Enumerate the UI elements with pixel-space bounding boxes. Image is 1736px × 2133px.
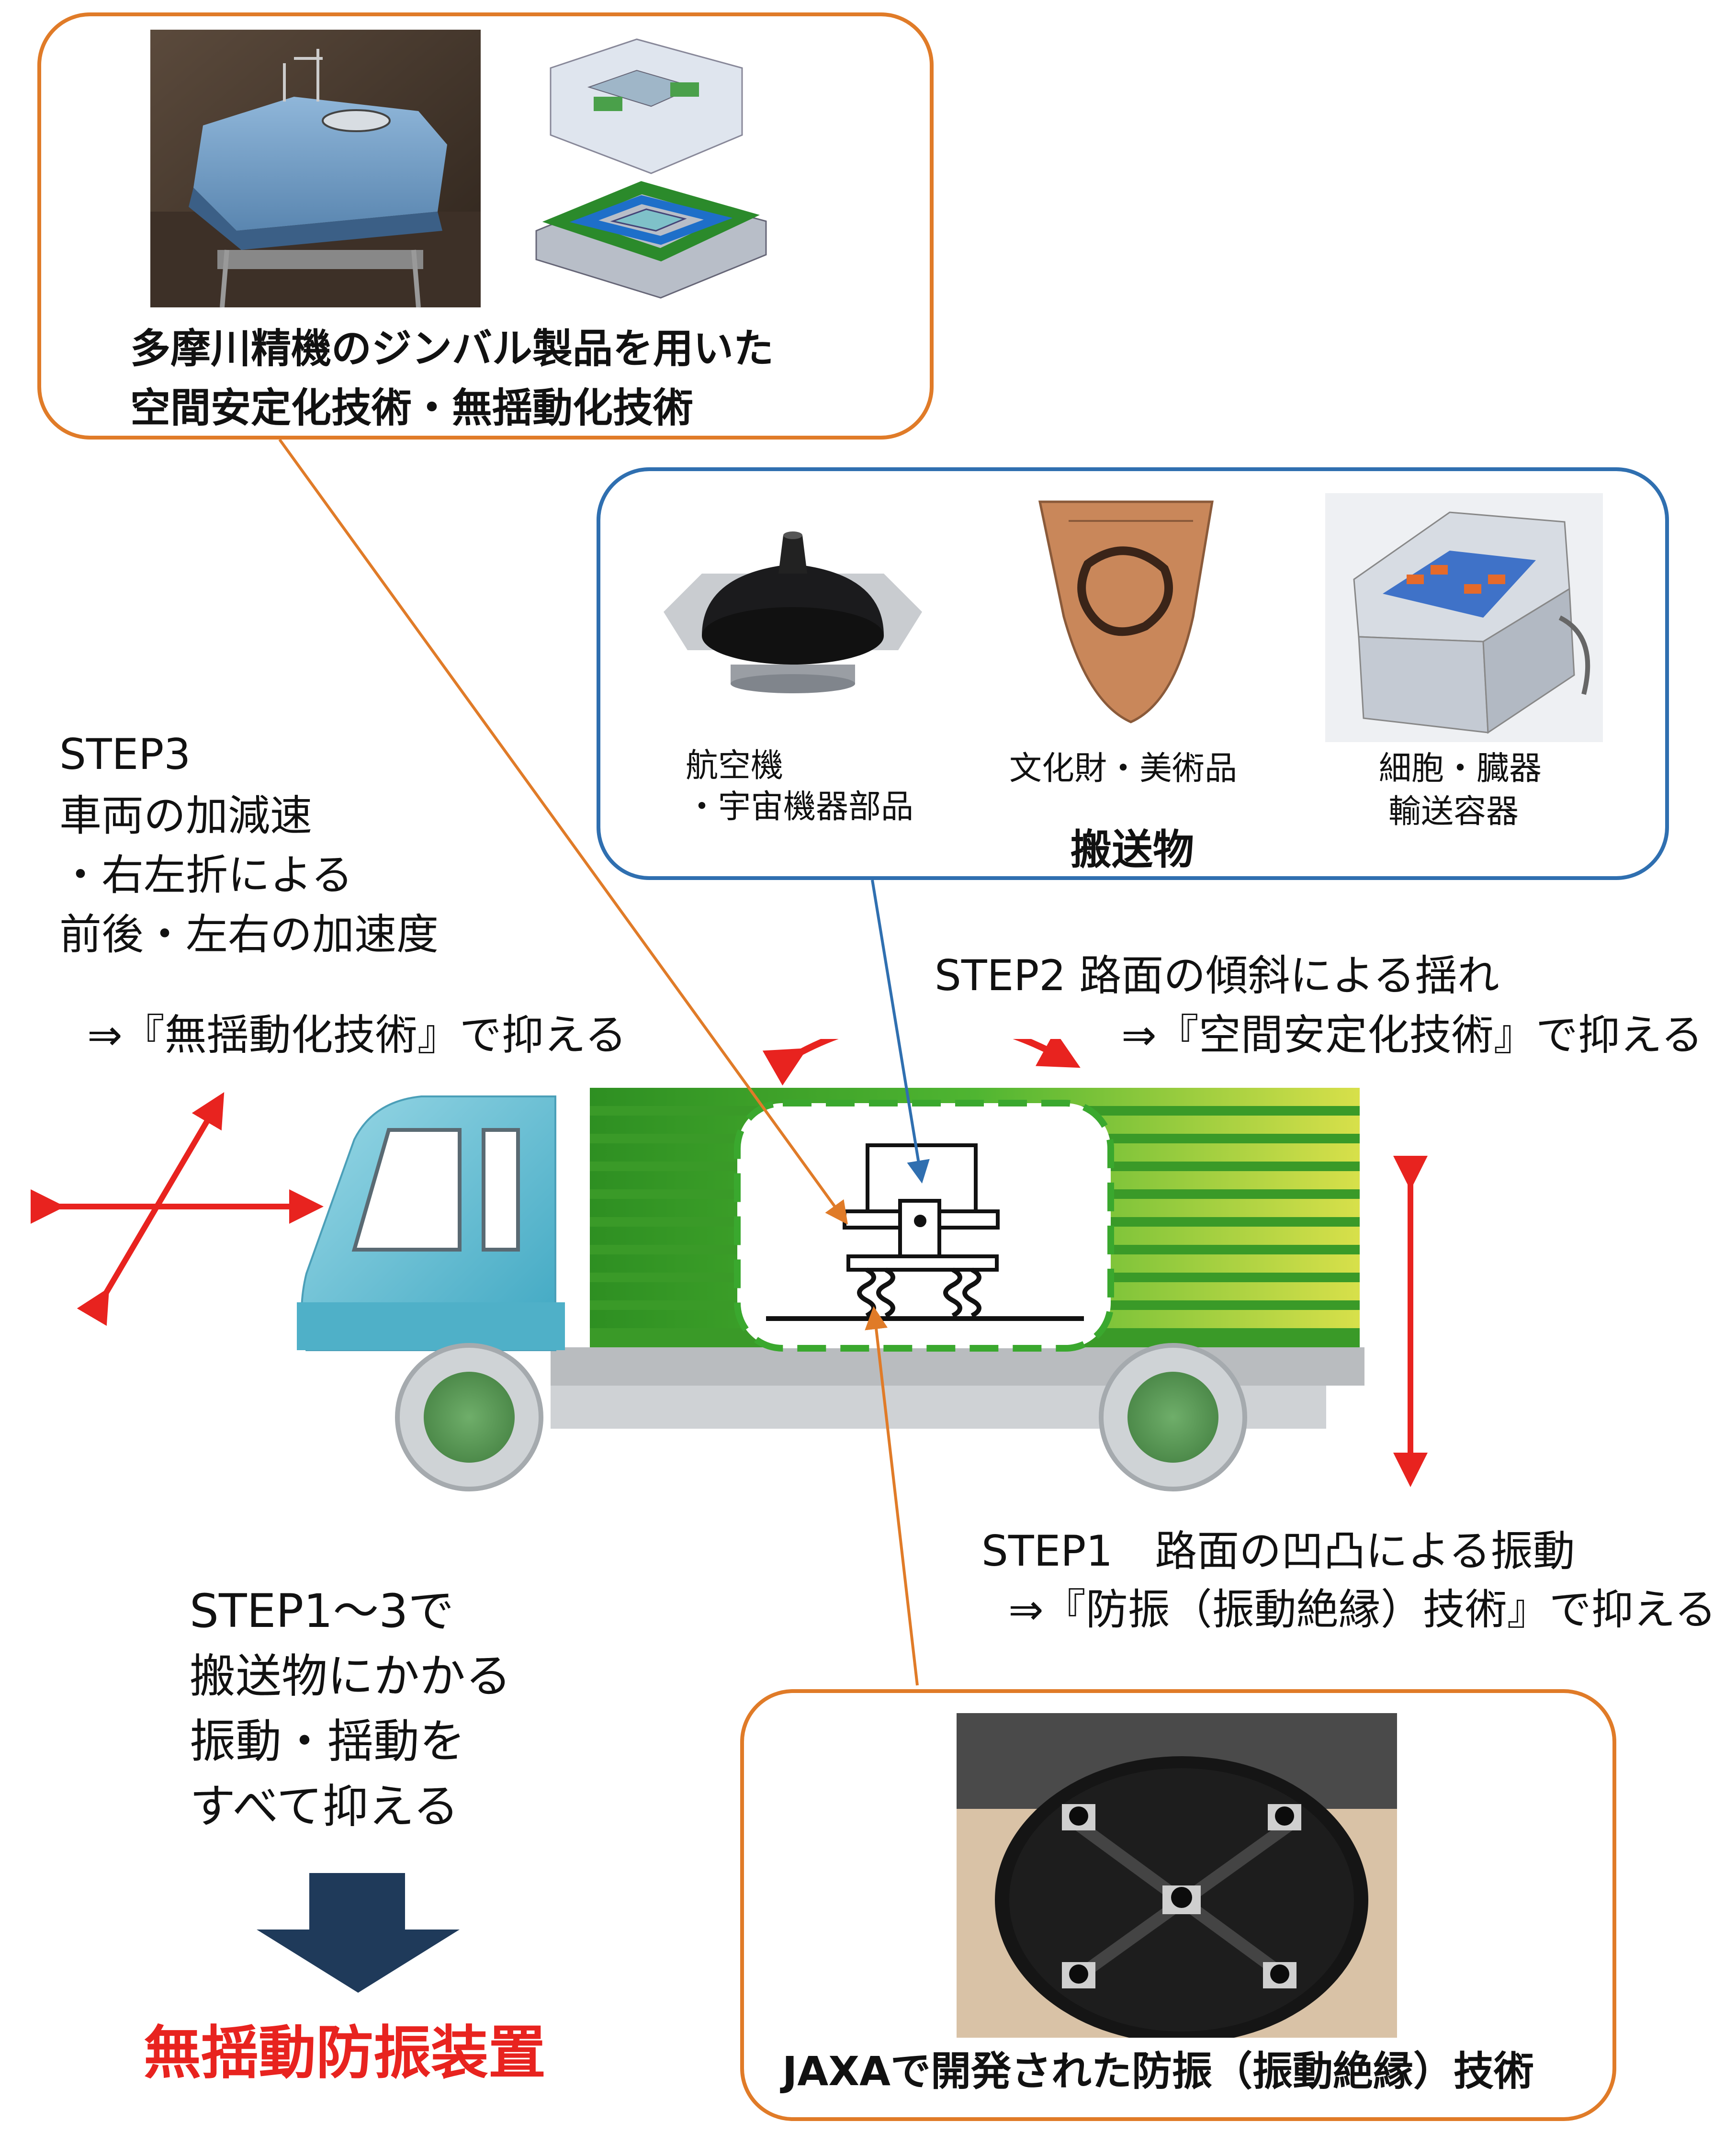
step3-line2: 車両の加減速 [59,791,313,840]
cargo-item-organ-line1: 細胞・臓器 [1379,750,1542,788]
device-icon [766,1143,1084,1321]
step1-label: STEP1 路面の凹凸による振動 [981,1526,1575,1576]
step1-solution: ⇒『防振（振動絶縁）技術』で抑える [1008,1585,1717,1634]
gimbal-product-photo [150,30,481,307]
cargo-item-aerospace-line2: ・宇宙機器部品 [686,788,914,826]
step3-label: STEP3 [59,730,191,779]
transport-container-photo [1325,493,1603,742]
cargo-item-organ-line2: 輸送容器 [1388,793,1519,831]
result-label: 無揺動防振装置 [144,2020,546,2087]
cargo-item-cultural: 文化財・美術品 [1009,750,1238,788]
gimbal-caption-line2: 空間安定化技術・無揺動化技術 [130,384,694,431]
step2-solution: ⇒『空間安定化技術』で抑える [1121,1010,1703,1060]
step3-line3: ・右左折による [59,850,353,900]
pottery-photo [1021,483,1231,732]
vibration-isolation-plate-photo [957,1713,1397,2038]
summary-line2: 搬送物にかかる [190,1649,511,1703]
gimbal-cad-drawing [517,30,785,307]
summary-line1: STEP1～3で [190,1584,454,1638]
cargo-item-aerospace-line1: 航空機 [686,747,784,785]
aerospace-part-photo [644,492,941,722]
gimbal-caption-line1: 多摩川精機のジンバル製品を用いた [130,325,774,372]
step3-solution: ⇒『無揺動化技術』で抑える [87,1010,627,1060]
step3-line4: 前後・左右の加速度 [59,910,439,959]
down-arrow-icon [257,1873,460,1993]
summary-line4: すべて抑える [190,1780,459,1833]
summary-line3: 振動・揺動を [190,1715,465,1768]
step2-label: STEP2 路面の傾斜による揺れ [935,951,1499,1000]
truck-diagram [31,1039,1428,1491]
jaxa-caption: JAXAで開発された防振（振動絶縁）技術 [782,2048,1534,2095]
cargo-title: 搬送物 [1071,826,1194,874]
